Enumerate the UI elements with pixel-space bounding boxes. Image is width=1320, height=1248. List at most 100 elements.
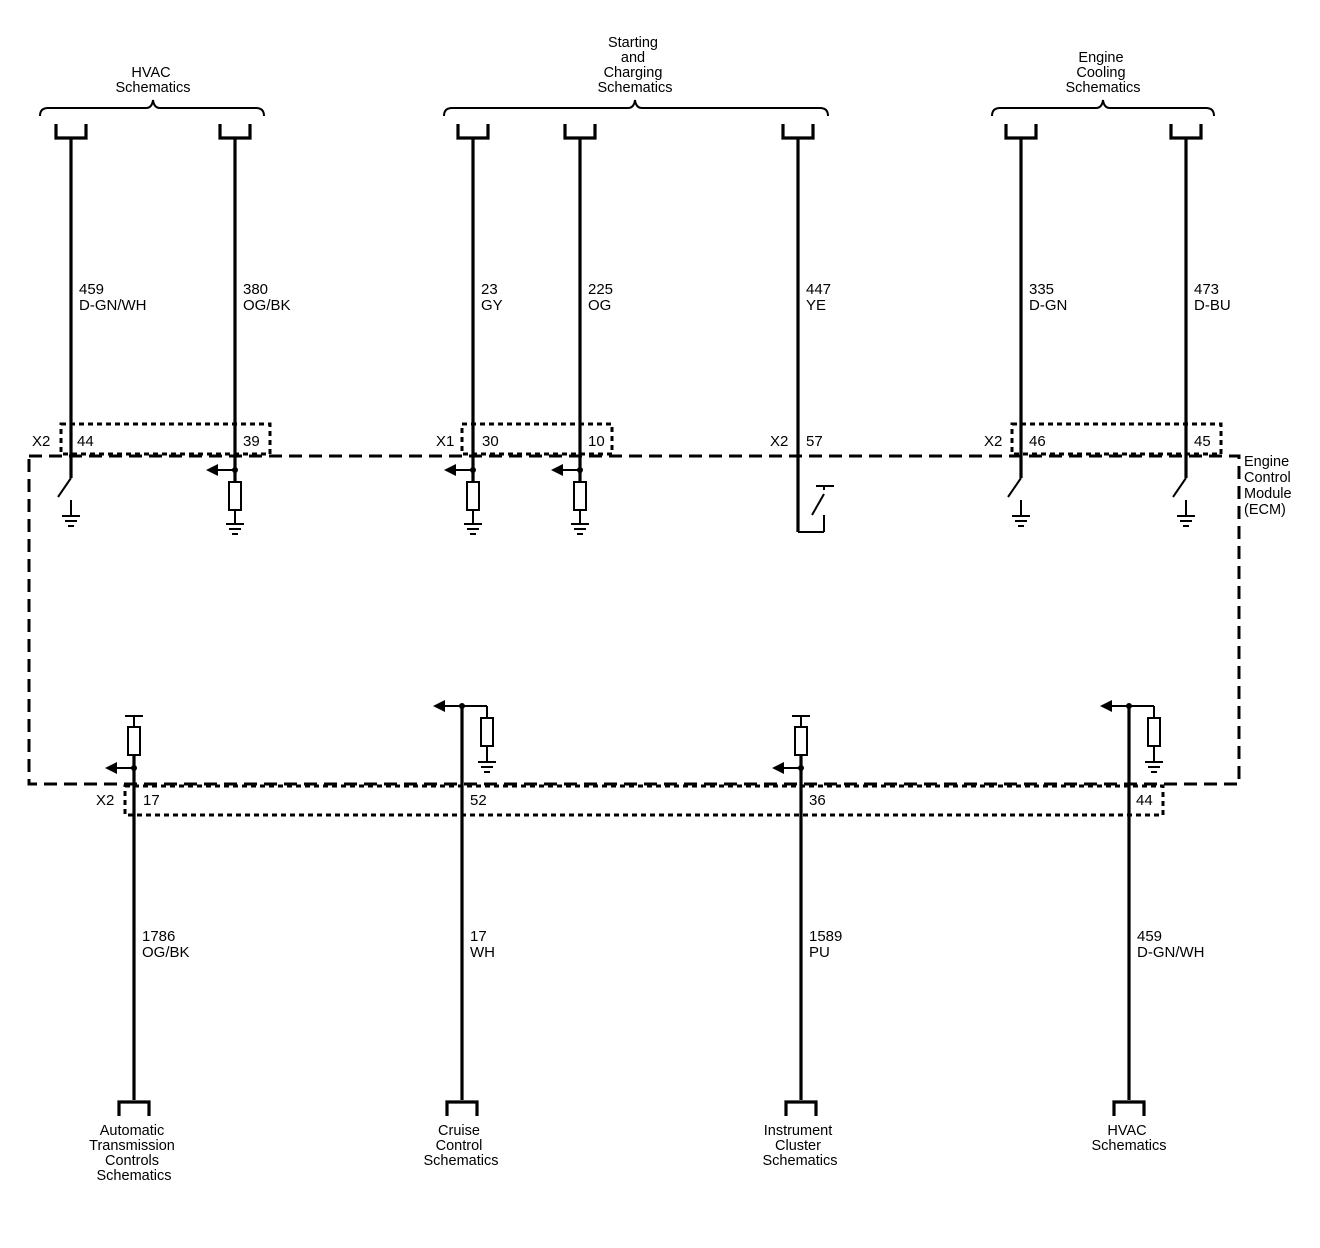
connector-terminal	[54, 124, 88, 140]
ground-icon	[1145, 761, 1163, 773]
ecm-module-boundary	[27, 454, 1241, 786]
group-label-line: and	[621, 50, 645, 66]
module-label-line: Engine	[1244, 454, 1289, 470]
destination-label-line: Cruise	[438, 1123, 480, 1139]
group-label-line: Charging	[604, 65, 663, 81]
signal-arrow-icon	[1100, 700, 1112, 712]
top-group-starting-charging: Starting and Charging Schematics	[443, 35, 829, 117]
wire-459-bottom: 459 D-GN/WH HVAC Schematics	[1092, 700, 1205, 1154]
ground-icon	[62, 515, 80, 527]
wire-447-top: 447 YE	[781, 124, 834, 533]
destination-label-line: HVAC	[1107, 1123, 1146, 1139]
switch-blade	[1172, 477, 1187, 498]
connector-terminal	[117, 1100, 151, 1116]
ground-icon	[1177, 515, 1195, 527]
signal-arrow-icon	[206, 464, 218, 476]
connector-x2-c: X2 46 45	[984, 422, 1223, 456]
wire-color: OG	[588, 297, 611, 314]
circuit-number: 459	[79, 281, 104, 298]
wire-23-top: 23 GY	[444, 124, 503, 535]
wire-color: OG/BK	[243, 297, 291, 314]
connector-terminal	[445, 1100, 479, 1116]
group-label-line: Engine	[1078, 50, 1123, 66]
group-label-line: Schematics	[116, 80, 191, 96]
signal-arrow-icon	[105, 762, 117, 774]
circuit-number: 447	[806, 281, 831, 298]
circuit-number: 459	[1137, 928, 1162, 945]
pin-number: 30	[482, 433, 499, 450]
connector-terminal	[1169, 124, 1203, 140]
connector-terminal	[218, 124, 252, 140]
connector-terminal	[456, 124, 490, 140]
wire-color: D-BU	[1194, 297, 1231, 314]
pin-number: 52	[470, 792, 487, 809]
connector-terminal	[563, 124, 597, 140]
wire-1786-bottom: 1786 OG/BK Automatic Transmission Contro…	[89, 715, 190, 1184]
ground-icon	[478, 761, 496, 773]
junction-dot	[131, 765, 137, 771]
module-label: Engine Control Module (ECM)	[1244, 454, 1296, 518]
pin-number: 36	[809, 792, 826, 809]
destination-label: Automatic Transmission Controls Schemati…	[89, 1123, 179, 1184]
module-label-line: (ECM)	[1244, 502, 1286, 518]
group-label: Engine Cooling Schematics	[1066, 50, 1141, 96]
destination-label-line: Schematics	[97, 1168, 172, 1184]
pin-number: 44	[1136, 792, 1153, 809]
circuit-number: 1786	[142, 928, 175, 945]
connector-x2-b: X2 57	[770, 433, 823, 450]
junction-dot	[798, 765, 804, 771]
group-label-line: Schematics	[598, 80, 673, 96]
connector-name: X2	[32, 433, 50, 450]
circuit-number: 1589	[809, 928, 842, 945]
ground-icon	[571, 523, 589, 535]
connector-name: X1	[436, 433, 454, 450]
top-group-engine-cooling: Engine Cooling Schematics	[991, 50, 1215, 117]
destination-label-line: Schematics	[1092, 1138, 1167, 1154]
connector-outline	[59, 422, 272, 456]
wire-17-bottom: 17 WH Cruise Control Schematics	[424, 700, 499, 1169]
connector-name: X2	[96, 792, 114, 809]
destination-label-line: Transmission	[89, 1138, 175, 1154]
destination-label: Cruise Control Schematics	[424, 1123, 499, 1169]
destination-label: Instrument Cluster Schematics	[763, 1123, 838, 1169]
connector-outline	[460, 422, 614, 456]
connector-x2-bottom: X2 17 52 36 44	[96, 784, 1165, 817]
pin-number: 44	[77, 433, 94, 450]
destination-label-line: Instrument	[764, 1123, 833, 1139]
connector-name: X2	[770, 433, 788, 450]
group-label: HVAC Schematics	[116, 65, 191, 96]
connector-name: X2	[984, 433, 1002, 450]
wire-380-top: 380 OG/BK	[206, 124, 291, 535]
connector-outline	[1010, 422, 1223, 456]
wire-color: OG/BK	[142, 944, 190, 961]
connector-terminal	[1112, 1100, 1146, 1116]
circuit-number: 473	[1194, 281, 1219, 298]
wire-473-top: 473 D-BU	[1169, 124, 1231, 527]
destination-label-line: Schematics	[763, 1153, 838, 1169]
ground-icon	[1012, 515, 1030, 527]
junction-dot	[577, 467, 583, 473]
connector-terminal	[784, 1100, 818, 1116]
top-group-hvac: HVAC Schematics	[39, 65, 265, 117]
destination-label-line: Automatic	[100, 1123, 164, 1139]
pin-number: 46	[1029, 433, 1046, 450]
destination-label: HVAC Schematics	[1092, 1123, 1167, 1154]
circuit-number: 335	[1029, 281, 1054, 298]
connector-terminal	[781, 124, 815, 140]
resistor	[480, 717, 494, 747]
pin-number: 45	[1194, 433, 1211, 450]
pin-number: 57	[806, 433, 823, 450]
signal-arrow-icon	[444, 464, 456, 476]
wire-color: YE	[806, 297, 826, 314]
group-brace	[39, 99, 265, 117]
signal-arrow-icon	[551, 464, 563, 476]
junction-dot	[470, 467, 476, 473]
circuit-number: 17	[470, 928, 487, 945]
wire-225-top: 225 OG	[551, 124, 613, 535]
ground-icon	[464, 523, 482, 535]
connector-outline	[123, 784, 1165, 817]
pin-number: 17	[143, 792, 160, 809]
group-label-line: Schematics	[1066, 80, 1141, 96]
